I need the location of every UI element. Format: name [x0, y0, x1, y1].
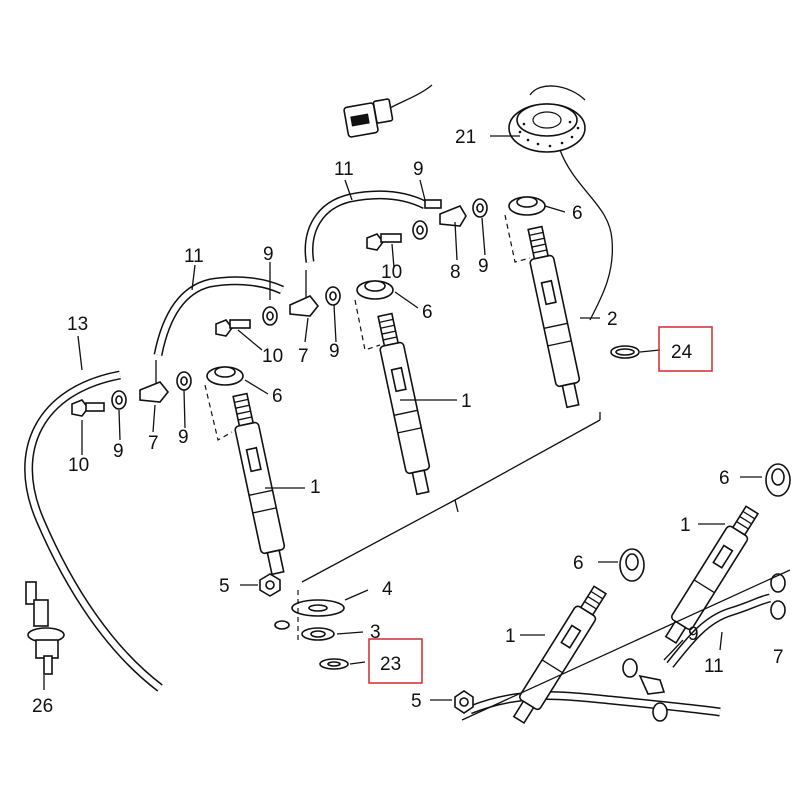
label-1-b: 1 — [310, 477, 321, 498]
label-1-c: 1 — [680, 515, 691, 536]
label-8: 8 — [450, 262, 461, 283]
label-6-b: 6 — [422, 302, 433, 323]
label-11-lower: 11 — [704, 656, 724, 677]
bracket-lines — [301, 412, 791, 721]
label-2: 2 — [607, 309, 618, 330]
label-9-e: 9 — [178, 427, 189, 448]
label-7-c: 7 — [773, 647, 784, 668]
label-13: 13 — [67, 314, 88, 335]
injector-1-middle — [377, 312, 431, 496]
injector-1-left — [232, 392, 286, 576]
label-11-left: 11 — [184, 246, 204, 267]
label-1-d: 1 — [505, 626, 516, 647]
label-4: 4 — [382, 579, 393, 600]
label-6-a: 6 — [572, 203, 583, 224]
label-10-b: 10 — [262, 346, 283, 367]
valve-26 — [25, 581, 65, 675]
label-1-a: 1 — [461, 391, 472, 412]
highlight-box-24 — [658, 326, 713, 372]
label-9-a: 9 — [413, 159, 424, 180]
sensor-connector — [343, 84, 433, 138]
label-26: 26 — [32, 696, 53, 717]
leak-off-hose-11-left — [153, 276, 284, 356]
label-10-c: 10 — [68, 455, 89, 476]
leak-off-hose-lower-right — [468, 691, 721, 717]
injector-1-lower-b — [664, 505, 760, 645]
label-21: 21 — [455, 127, 476, 148]
label-5-b: 5 — [411, 691, 422, 712]
injector-2-right — [527, 225, 581, 409]
label-6-c: 6 — [272, 386, 283, 407]
label-6-d: 6 — [719, 468, 730, 489]
heat-shield-seal — [206, 196, 791, 582]
alignment-dashes — [204, 214, 531, 640]
small-parts — [259, 345, 640, 714]
label-9-d: 9 — [329, 341, 340, 362]
leader-lines — [43, 135, 762, 701]
label-7-a: 7 — [298, 346, 309, 367]
label-9-c: 9 — [478, 256, 489, 277]
leak-off-hose-13 — [24, 370, 163, 692]
needle-lift-sensor-21 — [508, 85, 614, 321]
label-23: 23 — [380, 654, 401, 675]
leak-off-hose-11-middle — [304, 190, 428, 263]
label-3: 3 — [370, 622, 381, 643]
label-10-a: 10 — [381, 262, 402, 283]
leak-off-hose-11-lower — [666, 593, 772, 668]
label-6-e: 6 — [573, 553, 584, 574]
label-11-middle: 11 — [334, 159, 354, 180]
highlight-box-23 — [368, 638, 423, 684]
label-9-f: 9 — [113, 441, 124, 462]
banjo-bolts-and-washers — [71, 198, 786, 722]
label-9-g: 9 — [688, 624, 699, 645]
label-5-a: 5 — [219, 576, 230, 597]
label-9-b: 9 — [263, 244, 274, 265]
injector-1-lower-a — [512, 585, 608, 725]
label-7-b: 7 — [148, 433, 159, 454]
label-24: 24 — [671, 342, 693, 363]
